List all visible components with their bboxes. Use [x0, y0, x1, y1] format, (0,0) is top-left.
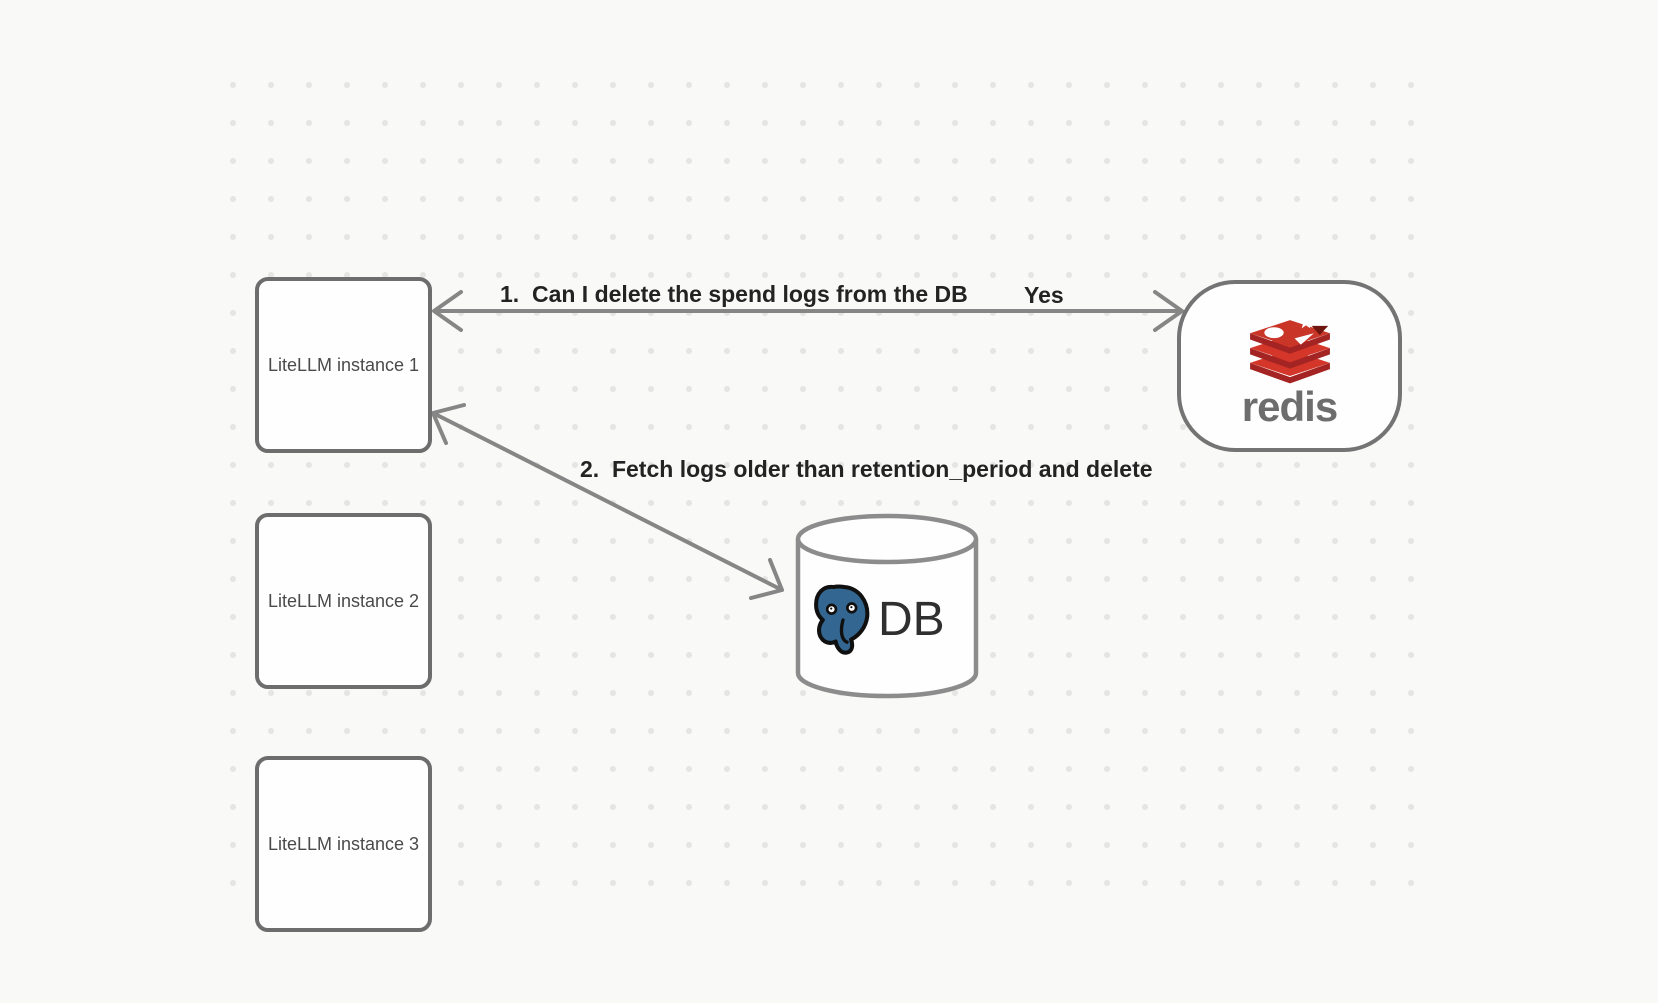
node-litellm-instance-1: LiteLLM instance 1 — [255, 277, 432, 453]
node-label: LiteLLM instance 1 — [267, 354, 420, 375]
postgresql-elephant-icon — [814, 584, 870, 655]
db-cylinder-shape — [795, 513, 979, 699]
redis-logo-icon — [1249, 314, 1330, 383]
edge-1-answer: Yes — [1024, 282, 1064, 308]
edge-1-label: 1. Can I delete the spend logs from the … — [500, 281, 968, 307]
node-litellm-instance-2: LiteLLM instance 2 — [255, 513, 432, 689]
edge-2-label: 2. Fetch logs older than retention_perio… — [580, 456, 1153, 482]
db-node-content: DB — [806, 582, 966, 658]
node-litellm-instance-3: LiteLLM instance 3 — [255, 756, 432, 932]
db-label: DB — [878, 593, 945, 646]
redis-wordmark: redis — [1241, 382, 1338, 430]
node-redis: redis — [1177, 280, 1402, 452]
node-label: LiteLLM instance 2 — [267, 590, 420, 611]
node-label: LiteLLM instance 3 — [267, 833, 420, 854]
